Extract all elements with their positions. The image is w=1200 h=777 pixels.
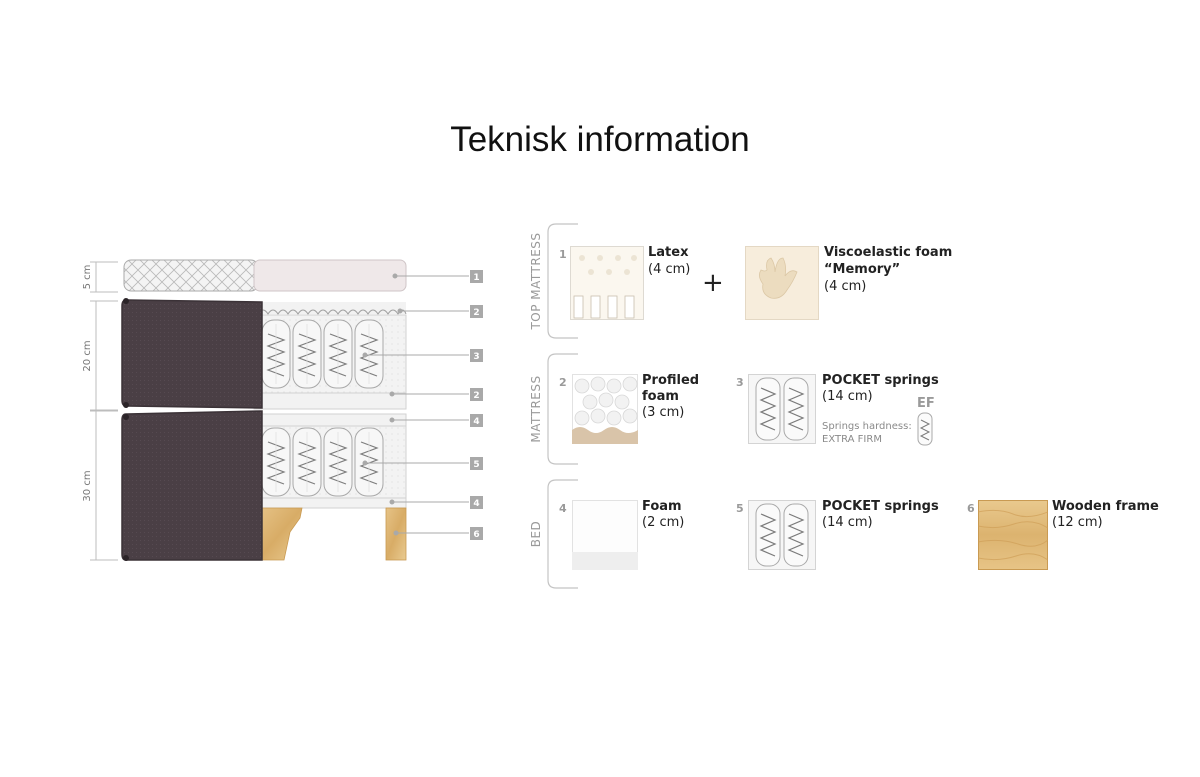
layer-name-pocket-springs-bed: POCKET springs [822, 499, 939, 514]
callout-6: 6 [473, 530, 479, 540]
dim-label-20cm: 20 cm [82, 340, 93, 371]
layer-size-latex: (4 cm) [648, 262, 691, 277]
layer-size-foam: (2 cm) [642, 515, 685, 530]
wooden-frame-swatch [978, 500, 1048, 570]
group-label-mattress: MATTRESS [529, 375, 543, 442]
layer-name-profiled-line1: Profiled [642, 373, 700, 388]
pocket-springs-swatch-bed [748, 500, 816, 570]
layer-num-4: 4 [559, 502, 567, 515]
dim-label-30cm: 30 cm [82, 470, 93, 501]
group-brackets: TOP MATTRESS MATTRESS BED [529, 223, 578, 589]
bed-cross-section-diagram: 5 cm 20 cm 30 cm [82, 259, 483, 561]
callout-5: 5 [473, 460, 479, 470]
springs-hardness-value: EXTRA FIRM [822, 434, 882, 445]
bed-cover-fabric [121, 410, 263, 561]
springs-hardness-label: Springs hardness: [822, 421, 912, 432]
layer-num-6: 6 [967, 502, 975, 515]
callout-1: 1 [473, 273, 479, 283]
layer-name-memory-line2: “Memory” [824, 262, 901, 277]
callout-leaders [362, 273, 469, 536]
layer-num-1: 1 [559, 248, 567, 261]
layer-name-latex: Latex [648, 245, 689, 260]
layer-name-wooden-frame: Wooden frame [1052, 499, 1159, 514]
pocket-springs-swatch-mattress [748, 374, 816, 444]
latex-swatch [570, 246, 644, 320]
callout-4-bottom: 4 [473, 499, 479, 509]
layer-name-foam: Foam [642, 499, 682, 514]
layer-size-pocket-springs-mattress: (14 cm) [822, 389, 873, 404]
callout-2-bottom: 2 [473, 391, 479, 401]
callout-2-top: 2 [473, 308, 479, 318]
memory-foam-swatch [745, 246, 819, 320]
dim-label-5cm: 5 cm [82, 265, 93, 290]
bed-section [121, 410, 407, 561]
callout-3: 3 [473, 352, 479, 362]
foam-swatch [572, 500, 638, 570]
layer-num-3: 3 [736, 376, 744, 389]
layer-size-profiled: (3 cm) [642, 405, 685, 420]
profiled-foam-swatch [572, 374, 638, 444]
callout-boxes [470, 270, 483, 540]
layer-name-pocket-springs-mattress: POCKET springs [822, 373, 939, 388]
hardness-code-label: EF [917, 396, 935, 411]
layer-name-memory-line1: Viscoelastic foam [824, 245, 953, 260]
top-mattress-section [123, 259, 407, 292]
layer-num-2: 2 [559, 376, 567, 389]
page-title: Teknisk information [450, 120, 750, 159]
plus-sign: + [702, 268, 724, 298]
spring-hardness-icon [917, 412, 933, 446]
group-label-top-mattress: TOP MATTRESS [529, 232, 543, 330]
layer-size-memory: (4 cm) [824, 279, 867, 294]
mattress-cover-fabric [121, 299, 263, 409]
dimension-lines [90, 261, 118, 561]
group-label-bed: BED [529, 521, 543, 548]
layer-num-5: 5 [736, 502, 744, 515]
layer-size-wooden-frame: (12 cm) [1052, 515, 1103, 530]
layer-size-pocket-springs-bed: (14 cm) [822, 515, 873, 530]
layer-name-profiled-line2: foam [642, 389, 679, 404]
callout-4-top: 4 [473, 417, 479, 427]
mattress-section [121, 298, 407, 410]
